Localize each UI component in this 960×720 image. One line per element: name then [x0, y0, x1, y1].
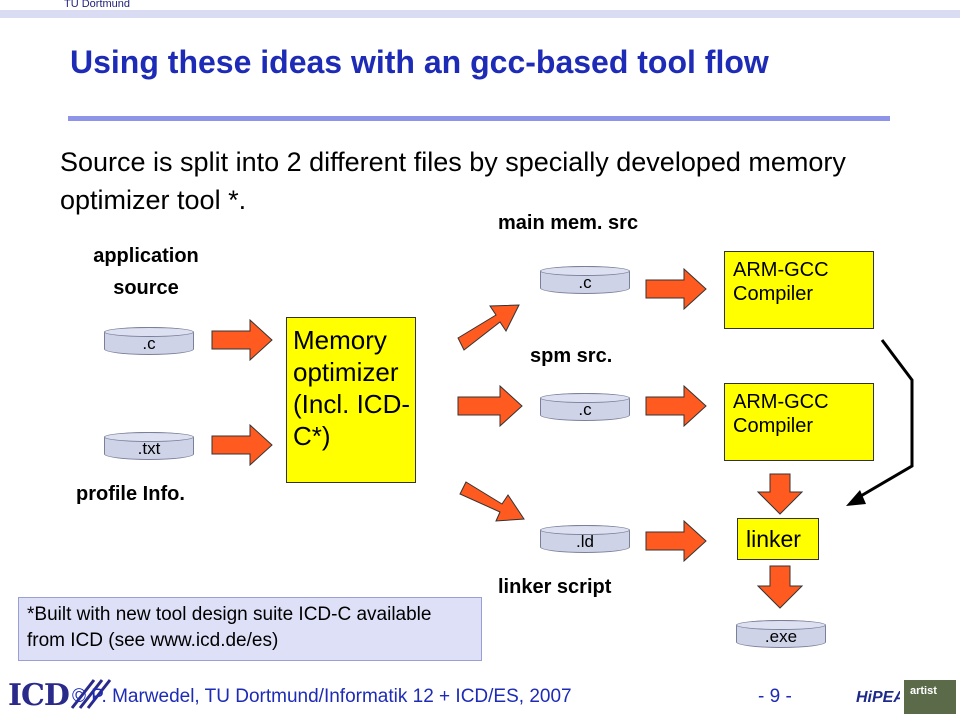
- arrow-linker-to-exe: [756, 565, 804, 609]
- input-c-file: .c: [104, 327, 194, 355]
- arrow-c-to-optimizer: [211, 318, 273, 362]
- main-mem-c-file: .c: [540, 266, 630, 294]
- copyright-symbol: ©: [72, 686, 86, 707]
- arrow-optimizer-to-main: [457, 304, 520, 351]
- spm-c-file: .c: [540, 393, 630, 421]
- memory-optimizer-box: Memory optimizer (Incl. ICD-C*): [286, 317, 416, 483]
- icd-logo-stripes-icon: [70, 679, 112, 709]
- arm-gcc-compiler-1: ARM-GCC Compiler: [724, 251, 874, 329]
- linker-box: linker: [737, 518, 819, 560]
- main-mem-src-label: main mem. src: [498, 212, 639, 234]
- footer-author: P. Marwedel, TU Dortmund/Informatik 12 +…: [91, 686, 572, 707]
- footer-credit: © P. Marwedel, TU Dortmund/Informatik 12…: [72, 686, 572, 708]
- arrow-optimizer-to-spm: [457, 384, 523, 428]
- arrow-main-to-compiler: [645, 267, 707, 311]
- intro-text: Source is split into 2 different files b…: [60, 147, 846, 215]
- application-source-label: application source: [93, 245, 199, 299]
- top-band: [0, 10, 960, 18]
- icd-logo: ICD: [8, 678, 70, 713]
- arrow-compiler-to-linker: [756, 473, 804, 515]
- arrow-optimizer-to-ld: [459, 481, 525, 522]
- profile-info-label: profile Info.: [76, 483, 185, 505]
- line-compiler1-to-linker: [853, 339, 914, 502]
- arrowhead-linker: [846, 490, 866, 506]
- hipeac-logo: HiPEAC: [854, 678, 917, 714]
- arrow-txt-to-optimizer: [211, 423, 273, 467]
- input-txt-file: .txt: [104, 432, 194, 460]
- arrow-spm-to-compiler: [645, 384, 707, 428]
- linker-script-label: linker script: [498, 576, 612, 598]
- svg-text:artist: artist: [910, 685, 937, 697]
- slide-title: Using these ideas with an gcc-based tool…: [70, 44, 769, 80]
- arrow-ld-to-linker: [645, 519, 707, 563]
- linker-script-file: .ld: [540, 525, 630, 553]
- title-underline: [68, 116, 890, 121]
- page-number: - 9 -: [758, 686, 792, 707]
- svg-text:HiPEAC: HiPEAC: [856, 689, 900, 706]
- footnote-box: *Built with new tool design suite ICD-C …: [18, 597, 482, 661]
- artist-logo: artist: [904, 680, 956, 714]
- spm-src-label: spm src.: [530, 345, 613, 367]
- org-label: TU Dortmund: [64, 0, 131, 10]
- arm-gcc-compiler-2: ARM-GCC Compiler: [724, 383, 874, 461]
- exe-file: .exe: [736, 620, 826, 648]
